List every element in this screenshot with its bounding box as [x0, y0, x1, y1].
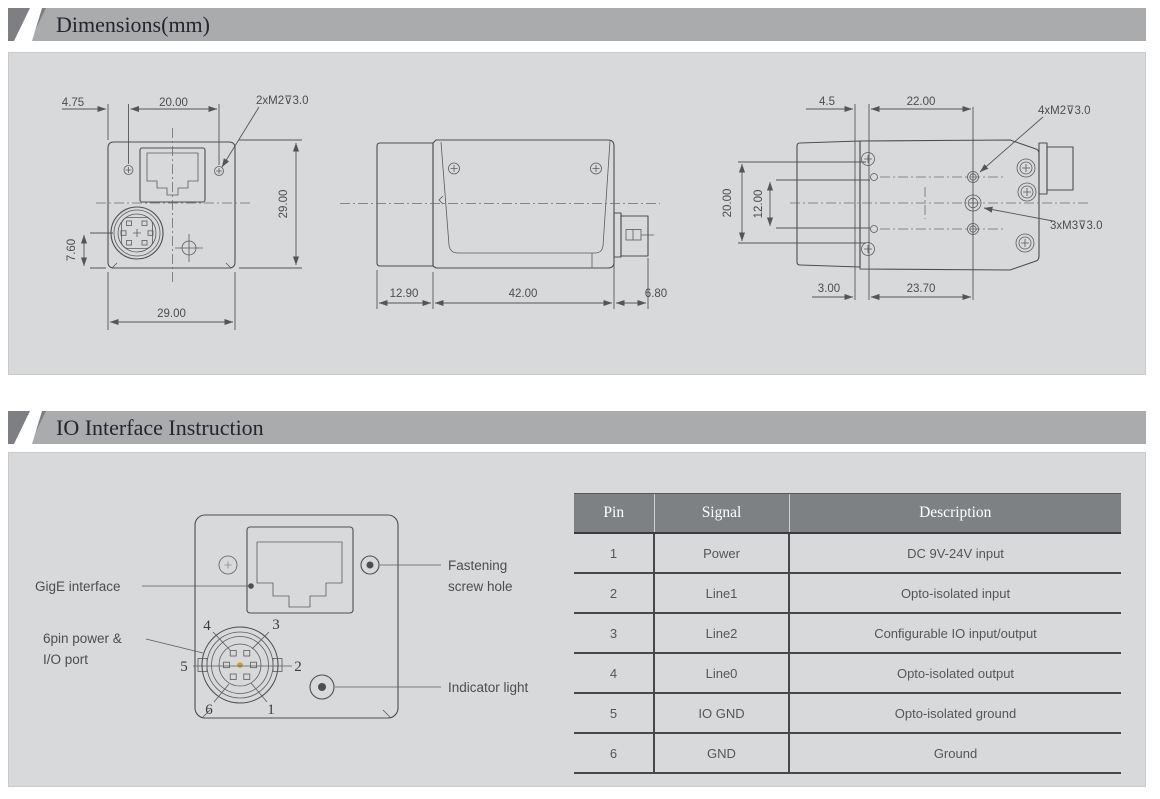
section-flag-icon [8, 8, 46, 41]
pin-number-6: 6 [205, 702, 213, 718]
table-cell: 4 [574, 653, 654, 694]
dimensions-section-header: Dimensions(mm) [8, 8, 1146, 41]
bottom-dim-holes: 23.70 [907, 283, 936, 295]
front-thread-note: 2xM2⊽3.0 [256, 95, 309, 107]
io-section-header: IO Interface Instruction [8, 411, 1146, 444]
bottom-dim-top: 22.00 [907, 96, 936, 108]
power-port-label-line1: 6pin power & [43, 631, 122, 646]
pin-number-5: 5 [180, 659, 188, 675]
table-header-description: Description [788, 493, 1121, 534]
side-view-drawing: 12.90 42.00 6.80 [340, 139, 667, 309]
bottom-thread-m2: 4xM2⊽3.0 [1038, 105, 1091, 117]
io-title: IO Interface Instruction [56, 415, 264, 440]
front-dim-width: 29.00 [157, 308, 186, 320]
table-row: 5 IO GND Opto-isolated ground [574, 693, 1121, 734]
front-view-drawing: 4.75 20.00 2xM2⊽3.0 29.00 7.60 29.00 [62, 95, 309, 330]
pin-number-3: 3 [272, 617, 280, 633]
bottom-thread-m3: 3xM3⊽3.0 [1050, 220, 1103, 232]
table-cell: 1 [574, 533, 654, 574]
gige-interface-label: GigE interface [35, 579, 121, 594]
bottom-dim-offset: 4.5 [819, 96, 835, 108]
bottom-dim-height: 20.00 [722, 189, 734, 218]
section-flag-icon [8, 411, 46, 444]
table-header-pin: Pin [574, 493, 654, 534]
table-row: 2 Line1 Opto-isolated input [574, 573, 1121, 614]
pin-table: Pin Signal Description 1 Power DC 9V-24V… [574, 493, 1121, 774]
table-header-signal: Signal [653, 493, 789, 534]
table-cell: IO GND [653, 693, 789, 734]
table-cell: Line0 [653, 653, 789, 694]
front-dim-connector: 7.60 [66, 239, 78, 261]
table-cell: 3 [574, 613, 654, 654]
power-port-label-line2: I/O port [43, 652, 88, 667]
dimensions-title: Dimensions(mm) [56, 12, 210, 37]
table-cell: 5 [574, 693, 654, 734]
table-row: 4 Line0 Opto-isolated output [574, 653, 1121, 694]
table-header-row: Pin Signal Description [574, 493, 1121, 534]
table-row: 1 Power DC 9V-24V input [574, 533, 1121, 574]
side-dim-lens: 12.90 [390, 288, 419, 300]
bottom-dim-edge: 3.00 [818, 283, 840, 295]
table-cell: 2 [574, 573, 654, 614]
fastening-screw-icon [360, 555, 380, 575]
table-row: 6 GND Ground [574, 733, 1121, 774]
fastening-label-line1: Fastening [448, 558, 507, 573]
fastening-label-line2: screw hole [448, 579, 513, 594]
table-cell: Power [653, 533, 789, 574]
indicator-light-icon [309, 674, 335, 700]
dimension-drawings: 4.75 20.00 2xM2⊽3.0 29.00 7.60 29.00 [62, 95, 1103, 330]
bottom-view-drawing: 4.5 22.00 4xM2⊽3.0 3xM3⊽3.0 20.00 12.00 … [722, 96, 1103, 301]
pin-number-2: 2 [294, 659, 302, 675]
pin-number-4: 4 [203, 618, 211, 634]
io-panel: 4 3 5 2 6 1 GigE interface 6pin power & … [8, 452, 1146, 787]
table-cell: Configurable IO input/output [788, 613, 1121, 654]
table-cell: Opto-isolated output [788, 653, 1121, 694]
six-pin-connector-icon [193, 626, 292, 704]
table-row: 3 Line2 Configurable IO input/output [574, 613, 1121, 654]
dimensions-panel: 4.75 20.00 2xM2⊽3.0 29.00 7.60 29.00 [8, 52, 1146, 375]
table-cell: Line2 [653, 613, 789, 654]
table-cell: Ground [788, 733, 1121, 774]
front-dim-height: 29.00 [278, 190, 290, 219]
table-cell: Line1 [653, 573, 789, 614]
pin-number-1: 1 [267, 702, 275, 718]
io-interface-diagram: 4 3 5 2 6 1 GigE interface 6pin power & … [35, 514, 529, 719]
table-cell: 6 [574, 733, 654, 774]
indicator-light-label: Indicator light [448, 680, 529, 695]
table-cell: DC 9V-24V input [788, 533, 1121, 574]
table-cell: GND [653, 733, 789, 774]
table-cell: Opto-isolated input [788, 573, 1121, 614]
front-dim-top: 20.00 [159, 97, 188, 109]
bottom-dim-inner: 12.00 [753, 190, 765, 219]
side-dim-rear: 6.80 [645, 288, 667, 300]
table-cell: Opto-isolated ground [788, 693, 1121, 734]
side-dim-body: 42.00 [509, 288, 538, 300]
front-dim-left: 4.75 [62, 97, 84, 109]
